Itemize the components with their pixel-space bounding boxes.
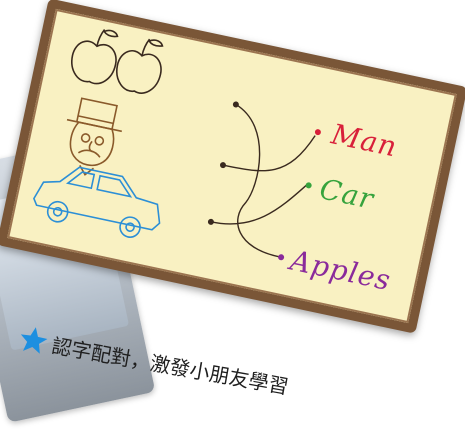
connector-dots xyxy=(207,101,239,225)
board-illustration xyxy=(33,29,321,261)
board-surface: Man Car Apples xyxy=(0,0,465,334)
apples-dot xyxy=(278,254,285,261)
man-icon xyxy=(66,97,122,176)
man-dot xyxy=(314,129,321,136)
caption: 認字配對，激發小朋友學習 xyxy=(14,308,458,443)
star-icon xyxy=(20,327,48,354)
matching-board: Man Car Apples xyxy=(0,0,465,334)
car-dot xyxy=(305,182,312,189)
apples-icon xyxy=(71,29,164,94)
car-icon xyxy=(33,166,161,238)
matching-lines xyxy=(210,103,316,258)
